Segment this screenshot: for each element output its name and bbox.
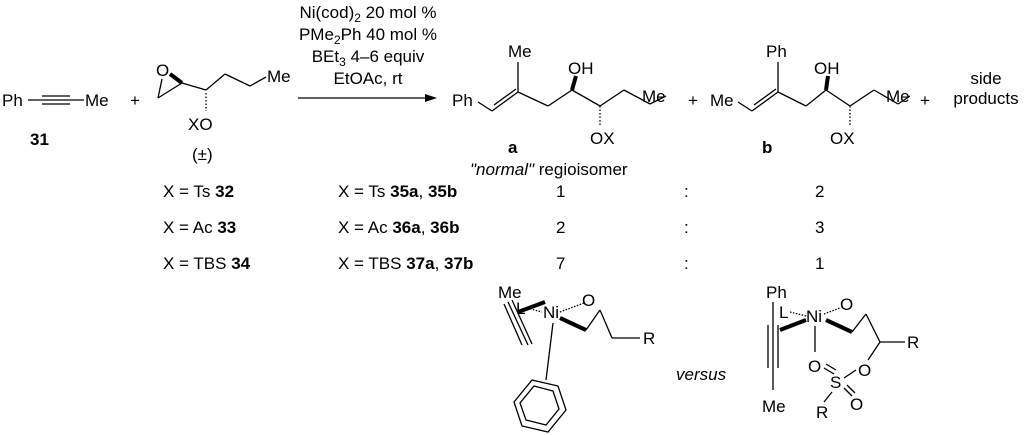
svg-text:X = Ts 32: X = Ts 32: [163, 182, 234, 201]
svg-text:Ph: Ph: [452, 91, 473, 110]
svg-text:S: S: [830, 373, 841, 392]
svg-text:L: L: [516, 299, 525, 318]
svg-text:7: 7: [556, 254, 565, 273]
reactant-31: Ph Me 31: [2, 91, 109, 149]
side-products: products: [953, 89, 1018, 108]
svg-text:OH: OH: [568, 59, 594, 78]
svg-text:X = Ac 33: X = Ac 33: [163, 218, 236, 237]
svg-text:OX: OX: [590, 129, 615, 148]
svg-text:a: a: [508, 138, 518, 157]
svg-text:Me: Me: [498, 283, 522, 302]
o-atom: O: [156, 61, 169, 80]
svg-text:Ph: Ph: [766, 42, 787, 61]
svg-text:1: 1: [815, 254, 824, 273]
svg-text:"normal" regioisomer: "normal" regioisomer: [470, 160, 628, 179]
svg-text:X = TBS 37a, 37b: X = TBS 37a, 37b: [338, 254, 473, 273]
svg-text:1: 1: [556, 182, 565, 201]
svg-text:O: O: [850, 395, 863, 414]
compound-number: 31: [30, 130, 49, 149]
product-a: Ph Me OH OX Me a "normal" regioisomer: [452, 42, 667, 179]
svg-text::: :: [684, 218, 689, 237]
svg-text:Ni(cod)2 20 mol %: Ni(cod)2 20 mol %: [299, 3, 436, 25]
nickel-intermediate-right: Ph L Ni O R O O S O R Me: [762, 283, 919, 422]
svg-text:PMe2Ph 40 mol %: PMe2Ph 40 mol %: [299, 25, 437, 47]
table-row: X = Ts 32 X = Ts 35a, 35b 1 : 2: [163, 182, 824, 201]
svg-text:R: R: [907, 333, 919, 352]
svg-text:Me: Me: [762, 397, 786, 416]
svg-text::: :: [684, 254, 689, 273]
svg-text:2: 2: [556, 218, 565, 237]
svg-text:3: 3: [815, 218, 824, 237]
side-products: side: [970, 69, 1001, 88]
svg-text:O: O: [858, 361, 871, 380]
racemic-label: (±): [192, 145, 213, 164]
plus-sign: +: [130, 91, 140, 110]
xo-label: XO: [188, 115, 213, 134]
me-label: Me: [85, 91, 109, 110]
svg-text:Ni: Ni: [806, 307, 822, 326]
svg-text:X = TBS 34: X = TBS 34: [163, 254, 251, 273]
svg-text:O: O: [840, 295, 853, 314]
svg-text:b: b: [762, 138, 772, 157]
versus-label: versus: [676, 365, 727, 384]
svg-text:R: R: [643, 329, 655, 348]
epoxide-reactant: O Me XO (±): [156, 61, 291, 164]
svg-text:X = Ts 35a, 35b: X = Ts 35a, 35b: [338, 182, 457, 201]
reaction-conditions: Ni(cod)2 20 mol % PMe2Ph 40 mol % BEt3 4…: [299, 3, 437, 88]
svg-text:Ni: Ni: [543, 303, 559, 322]
svg-text::: :: [684, 182, 689, 201]
svg-text:X = Ac 36a, 36b: X = Ac 36a, 36b: [338, 218, 459, 237]
svg-text:Me: Me: [710, 91, 734, 110]
svg-text:R: R: [816, 403, 828, 422]
svg-text:EtOAc, rt: EtOAc, rt: [334, 69, 403, 88]
plus-sign: +: [688, 91, 698, 110]
svg-text:Ph: Ph: [766, 283, 787, 302]
svg-text:Me: Me: [886, 87, 910, 106]
table-row: X = TBS 34 X = TBS 37a, 37b 7 : 1: [163, 254, 824, 273]
svg-text:O: O: [808, 357, 821, 376]
svg-text:O: O: [582, 291, 595, 310]
me-label: Me: [267, 67, 291, 86]
svg-text:OX: OX: [830, 129, 855, 148]
product-b: Me Ph OH OX Me b: [710, 42, 911, 157]
plus-sign: +: [920, 91, 930, 110]
svg-text:Me: Me: [508, 42, 532, 61]
svg-text:Me: Me: [642, 87, 666, 106]
svg-text:OH: OH: [814, 59, 840, 78]
svg-text:L: L: [779, 303, 788, 322]
table-row: X = Ac 33 X = Ac 36a, 36b 2 : 3: [163, 218, 824, 237]
ph-label: Ph: [2, 91, 23, 110]
svg-text:2: 2: [815, 182, 824, 201]
reaction-arrow: [298, 94, 437, 102]
svg-text:BEt3 4–6 equiv: BEt3 4–6 equiv: [312, 47, 425, 69]
nickel-intermediate-left: Me L Ni O R: [498, 283, 655, 433]
